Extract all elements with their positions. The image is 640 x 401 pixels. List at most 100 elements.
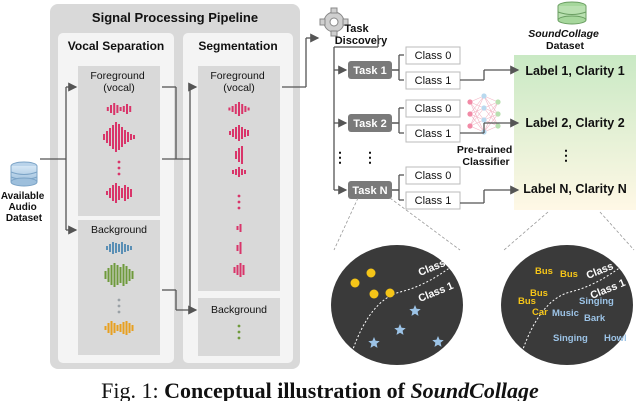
- waveform-bar: [110, 265, 113, 285]
- class0-point: [385, 288, 395, 298]
- class-label: Class 1: [415, 128, 452, 140]
- class-label: Class 1: [415, 195, 452, 207]
- waveform-bar: [112, 125, 114, 149]
- nn-node: [495, 111, 501, 117]
- task-discovery-connectors: [333, 35, 379, 195]
- waveform-bar: [116, 105, 119, 113]
- sc-label-1: Label 1, Clarity 1: [525, 64, 624, 78]
- waveform-bar: [125, 321, 128, 335]
- caption-italic: SoundCollage: [410, 378, 539, 401]
- waveform-bar: [133, 135, 135, 139]
- class-box: [405, 46, 461, 65]
- waveform-bar: [130, 134, 132, 140]
- right-circle-word: Howl: [604, 333, 627, 344]
- figure-caption: Fig. 1: Conceptual illustration of Sound…: [0, 378, 640, 401]
- task-label: Task N: [352, 185, 387, 197]
- waveform-bar: [235, 127, 237, 139]
- vocal-separation-title: Vocal Separation: [68, 39, 164, 53]
- waveform-bar: [128, 269, 131, 281]
- waveform-bar: [247, 107, 250, 111]
- waveform-bar: [128, 323, 131, 333]
- class-box: [405, 166, 461, 185]
- class-box: [405, 191, 461, 210]
- waveform-bar: [110, 105, 112, 113]
- class0-point: [369, 289, 379, 299]
- waveform-bar: [112, 242, 114, 254]
- task-box: [348, 61, 392, 79]
- waveform-bar: [242, 265, 245, 275]
- task-ellipsis-left: ⋮: [333, 149, 347, 165]
- waveform-bar: [244, 106, 247, 112]
- waveform-bar: [106, 131, 108, 143]
- waveform-bar: [127, 187, 129, 199]
- waveform-bar: [131, 325, 134, 331]
- class-label: Class 0: [415, 50, 452, 62]
- waveform-bar: [113, 103, 116, 115]
- waveform-bar: [124, 130, 126, 144]
- ellipsis-dot: [237, 200, 241, 204]
- waveform-bar: [231, 106, 234, 112]
- waveform-bar: [127, 132, 129, 142]
- waveform-bar: [239, 224, 242, 232]
- waveform-bar: [239, 263, 242, 277]
- right-circle-word: Music: [552, 308, 579, 319]
- task-label: Task 2: [353, 118, 386, 130]
- caption-prefix: Fig. 1:: [101, 378, 165, 401]
- sc-label-n: Label N, Clarity N: [523, 182, 627, 196]
- waveform-bar: [244, 170, 246, 174]
- ellipsis-dot: [237, 330, 241, 334]
- waveform-bar: [232, 170, 234, 174]
- soundcollage-db-icon: [557, 1, 587, 25]
- class-label: Class 0: [415, 103, 452, 115]
- waveform-bar: [104, 326, 107, 330]
- ellipsis-dot: [237, 194, 241, 198]
- waveform-bar: [107, 268, 110, 282]
- ellipsis-dot: [237, 206, 241, 210]
- right-circle-word: Singing: [553, 333, 588, 344]
- right-circle-word: Bus: [518, 296, 536, 307]
- class-label: Class 0: [415, 170, 452, 182]
- waveform-bar: [238, 125, 240, 141]
- signal-processing-pipeline-panel: Signal Processing Pipeline Vocal Separat…: [50, 4, 300, 369]
- gear-icon: [319, 7, 349, 37]
- waveform-bar: [235, 169, 237, 175]
- waveform-bar: [126, 104, 128, 114]
- seg-background-label: Background: [211, 304, 267, 316]
- ellipsis-dot: [117, 166, 121, 170]
- waveform-bar: [116, 325, 119, 331]
- waveform-bar: [106, 107, 109, 111]
- waveform-bar: [238, 148, 240, 162]
- waveform-bar: [241, 146, 243, 164]
- waveform-bar: [119, 107, 122, 111]
- waveform-bar: [112, 185, 114, 201]
- waveform-bar: [233, 267, 236, 273]
- ellipsis-dot: [117, 304, 121, 308]
- waveform-bar: [121, 242, 123, 254]
- waveform-bar: [241, 127, 243, 139]
- waveform-bar: [235, 151, 237, 159]
- waveform-bar: [130, 189, 132, 197]
- waveform-bar: [103, 134, 105, 140]
- vs-background-waveforms: [104, 242, 134, 335]
- nn-node: [481, 93, 487, 99]
- nn-node: [467, 123, 473, 129]
- audio-dataset-icon: [10, 161, 38, 187]
- waveform-bar: [124, 244, 126, 252]
- class1-point: [409, 305, 421, 316]
- seg-foreground-waveforms: [228, 102, 250, 277]
- waveform-bar: [238, 102, 240, 116]
- ellipsis-dot: [117, 172, 121, 176]
- ellipsis-dot: [237, 324, 241, 328]
- right-circle-word: Car: [532, 307, 548, 318]
- task-box: [348, 181, 392, 199]
- waveform-bar: [129, 106, 132, 112]
- vs-foreground-label: Foreground (vocal): [90, 70, 147, 94]
- class1-point: [368, 337, 380, 348]
- right-circle-word: Bus: [535, 266, 553, 277]
- task-ellipsis-right: ⋮: [363, 149, 377, 165]
- waveform-bar: [127, 245, 129, 251]
- waveform-bar: [239, 242, 242, 254]
